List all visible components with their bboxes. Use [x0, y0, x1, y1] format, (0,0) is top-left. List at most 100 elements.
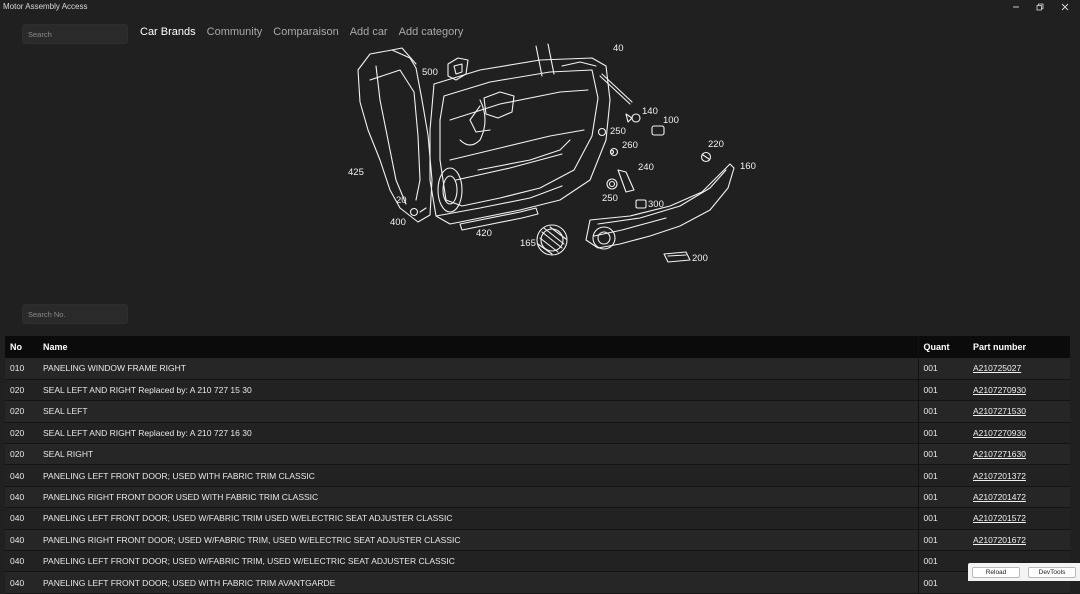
callout-165: 165: [520, 238, 536, 249]
cell-name: PANELING RIGHT FRONT DOOR; USED W/FABRIC…: [38, 529, 919, 552]
cell-no: 020: [5, 400, 38, 423]
minimize-button[interactable]: [1004, 0, 1028, 13]
cell-quant: 001: [918, 358, 968, 380]
nav-add-category[interactable]: Add category: [398, 26, 464, 38]
table-row[interactable]: 040 PANELING RIGHT FRONT DOOR USED WITH …: [5, 486, 1070, 509]
main-nav: Car Brands Community Comparaison Add car…: [140, 25, 463, 39]
parts-table: No Name Quant Part number 010 PANELING W…: [5, 336, 1070, 594]
callout-140: 140: [642, 106, 658, 117]
callout-300: 300: [648, 199, 664, 210]
header-name[interactable]: Name: [38, 336, 919, 358]
cell-quant: 001: [918, 464, 968, 487]
cell-no: 040: [5, 550, 38, 573]
part-number-link[interactable]: A2107201472: [973, 492, 1026, 503]
table-row[interactable]: 010 PANELING WINDOW FRAME RIGHT 001 A210…: [5, 358, 1070, 380]
callout-420: 420: [476, 228, 492, 239]
cell-no: 040: [5, 529, 38, 552]
cell-name: SEAL LEFT: [38, 400, 919, 423]
table-row[interactable]: 020 SEAL RIGHT 001 A2107271630: [5, 443, 1070, 466]
search-input[interactable]: [22, 24, 128, 44]
cell-name: PANELING RIGHT FRONT DOOR USED WITH FABR…: [38, 486, 919, 509]
cell-quant: 001: [918, 422, 968, 445]
restore-icon: [1036, 3, 1044, 10]
cell-part-number: A2107270930: [968, 422, 1070, 445]
callout-240: 240: [638, 162, 654, 173]
callout-250: 250: [610, 126, 626, 137]
cell-quant: 001: [918, 379, 968, 402]
cell-part-number: A2107271530: [968, 400, 1070, 423]
table-row[interactable]: 040 PANELING RIGHT FRONT DOOR; USED W/FA…: [5, 529, 1070, 552]
cell-name: PANELING WINDOW FRAME RIGHT: [38, 358, 919, 380]
nav-add-car[interactable]: Add car: [349, 26, 388, 38]
cell-part-number: A2107201372: [968, 464, 1070, 487]
callout-40: 40: [613, 43, 624, 54]
cell-quant: 001: [918, 443, 968, 466]
callout-100: 100: [663, 115, 679, 126]
table-row[interactable]: 020 SEAL LEFT AND RIGHT Replaced by: A 2…: [5, 422, 1070, 445]
cell-part-number: A2107201572: [968, 507, 1070, 530]
cell-quant: 001: [918, 400, 968, 423]
minimize-icon: [1013, 6, 1019, 7]
table-row[interactable]: 020 SEAL LEFT 001 A2107271530: [5, 400, 1070, 423]
part-number-link[interactable]: A210725027: [973, 363, 1022, 374]
table-row[interactable]: 040 PANELING LEFT FRONT DOOR; USED WITH …: [5, 571, 1070, 594]
cell-quant: 001: [918, 529, 968, 552]
reload-button[interactable]: Reload: [972, 567, 1020, 578]
dev-toolbar: Reload DevTools: [968, 563, 1080, 581]
part-number-link[interactable]: A2107201672: [973, 534, 1026, 545]
cell-name: PANELING LEFT FRONT DOOR; USED WITH FABR…: [38, 464, 919, 487]
callout-400: 400: [390, 217, 406, 228]
devtools-button[interactable]: DevTools: [1028, 567, 1076, 578]
table-row[interactable]: 020 SEAL LEFT AND RIGHT Replaced by: A 2…: [5, 379, 1070, 402]
cell-quant: 001: [918, 571, 968, 594]
table-row[interactable]: 040 PANELING LEFT FRONT DOOR; USED W/FAB…: [5, 550, 1070, 573]
part-number-link[interactable]: A2107270930: [973, 427, 1026, 438]
callout-260: 260: [622, 140, 638, 151]
restore-button[interactable]: [1028, 0, 1052, 13]
table-header-row: No Name Quant Part number: [5, 336, 1070, 358]
cell-no: 040: [5, 486, 38, 509]
parts-table-container: No Name Quant Part number 010 PANELING W…: [5, 336, 1070, 594]
cell-no: 020: [5, 379, 38, 402]
callout-200: 200: [692, 253, 708, 264]
cell-quant: 001: [918, 550, 968, 573]
cell-name: PANELING LEFT FRONT DOOR; USED W/FABRIC …: [38, 550, 919, 573]
cell-no: 010: [5, 358, 38, 380]
cell-name: SEAL LEFT AND RIGHT Replaced by: A 210 7…: [38, 422, 919, 445]
cell-no: 040: [5, 464, 38, 487]
cell-part-number: A210725027: [968, 358, 1070, 380]
callout-20: 20: [396, 195, 407, 206]
cell-part-number: A2107271630: [968, 443, 1070, 466]
nav-car-brands[interactable]: Car Brands: [140, 26, 196, 38]
cell-name: SEAL RIGHT: [38, 443, 919, 466]
part-number-link[interactable]: A2107270930: [973, 385, 1026, 396]
part-number-link[interactable]: A2107201372: [973, 470, 1026, 481]
cell-part-number: A2107201472: [968, 486, 1070, 509]
nav-community[interactable]: Community: [206, 26, 263, 38]
part-number-link[interactable]: A2107271630: [973, 449, 1026, 460]
part-number-search-input[interactable]: [22, 304, 128, 324]
table-row[interactable]: 040 PANELING LEFT FRONT DOOR; USED W/FAB…: [5, 507, 1070, 530]
close-button[interactable]: [1053, 0, 1077, 13]
part-number-link[interactable]: A2107201572: [973, 513, 1026, 524]
cell-part-number: A2107201672: [968, 529, 1070, 552]
callout-160: 160: [740, 161, 756, 172]
cell-quant: 001: [918, 486, 968, 509]
callout-220: 220: [708, 139, 724, 150]
nav-comparaison[interactable]: Comparaison: [273, 26, 339, 38]
callout-425: 425: [348, 167, 364, 178]
table-row[interactable]: 040 PANELING LEFT FRONT DOOR; USED WITH …: [5, 464, 1070, 487]
header-no[interactable]: No: [10, 342, 22, 352]
cell-name: PANELING LEFT FRONT DOOR; USED WITH FABR…: [38, 571, 919, 594]
header-quant[interactable]: Quant: [923, 342, 950, 352]
cell-no: 020: [5, 443, 38, 466]
callout-250b: 250: [602, 193, 618, 204]
part-number-link[interactable]: A2107271530: [973, 406, 1026, 417]
cell-part-number: A2107270930: [968, 379, 1070, 402]
cell-quant: 001: [918, 507, 968, 530]
header-part-number[interactable]: Part number: [973, 342, 1027, 352]
window-title: Motor Assembly Access: [3, 2, 88, 11]
cell-no: 040: [5, 507, 38, 530]
callout-500: 500: [422, 67, 438, 78]
cell-no: 020: [5, 422, 38, 445]
